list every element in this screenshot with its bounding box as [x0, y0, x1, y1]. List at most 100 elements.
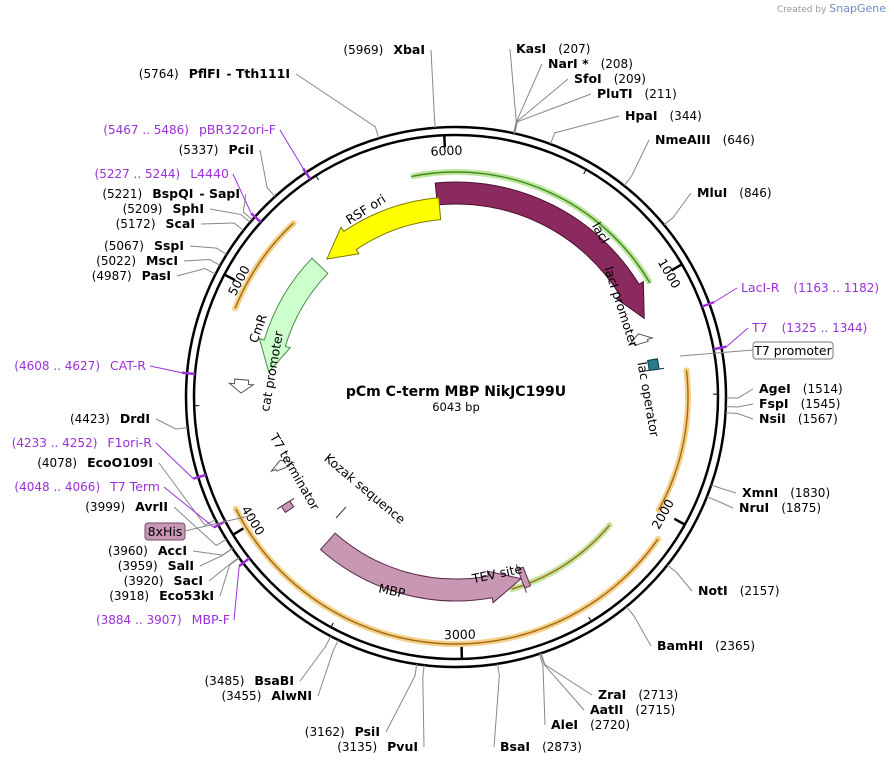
site-leader: [725, 388, 754, 399]
primer-leader: [713, 287, 738, 303]
site-label[interactable]: (4078)EcoO109I: [37, 455, 153, 470]
backbone-inner: [192, 133, 720, 661]
t7-promoter-label[interactable]: T7 promoter: [753, 343, 832, 358]
site-leader: [176, 268, 216, 277]
t7-promoter-box: [752, 341, 834, 360]
site-label[interactable]: (3162)PsiI: [305, 724, 380, 739]
site-label[interactable]: NotI(2157): [698, 583, 780, 598]
site-label[interactable]: (5172)ScaI: [116, 216, 195, 231]
site-label[interactable]: NsiI(1567): [759, 411, 838, 426]
site-label[interactable]: (3135)PvuI: [337, 739, 418, 754]
snapgene-watermark: Created by SnapGene: [777, 2, 886, 15]
site-leader: [725, 403, 754, 408]
laci-feature: [434, 181, 645, 320]
site-label[interactable]: ZraI(2713): [598, 687, 678, 702]
laci-green-arc: [411, 171, 651, 284]
primer-label[interactable]: T7(1325 .. 1344): [751, 320, 867, 335]
minor-tick: [315, 175, 319, 181]
primer-label[interactable]: (3884 .. 3907)MBP-F: [96, 612, 230, 627]
site-label[interactable]: HpaI(344): [625, 108, 702, 123]
primer-leader: [149, 365, 183, 374]
orf-right-arc: [658, 370, 689, 511]
features: [227, 181, 665, 604]
site-leader: [706, 496, 734, 509]
site-label[interactable]: (3999)AvrII: [85, 499, 168, 514]
his-tag-label[interactable]: 8xHis: [148, 524, 183, 539]
primer-mark: [238, 557, 251, 568]
primer-mark: [250, 212, 262, 224]
primer-label[interactable]: LacI-R(1163 .. 1182): [741, 280, 879, 295]
site-label[interactable]: (5221)BspQI- SapI: [102, 186, 240, 201]
site-leader: [422, 665, 425, 748]
site-leader: [173, 506, 227, 547]
feature-label-lac-operator: lac operator: [634, 361, 662, 439]
tick-2000: [673, 517, 686, 526]
watermark-brand: SnapGene: [829, 2, 886, 15]
tick-1000: [670, 263, 683, 272]
site-label[interactable]: KasI(207): [516, 41, 591, 56]
site-leader: [666, 564, 693, 592]
t7-promoter-leader: [679, 349, 754, 357]
site-label[interactable]: (3960)AccI: [108, 543, 187, 558]
site-leader: [540, 653, 585, 711]
primer-label[interactable]: (5227 .. 5244)L4440: [95, 166, 230, 181]
tev-site-block: [515, 564, 532, 593]
site-leader: [208, 557, 240, 582]
orf-left-arc: [234, 222, 294, 309]
site-leader: [385, 664, 418, 733]
site-label[interactable]: (5022)MscI: [96, 253, 178, 268]
site-label[interactable]: AatII(2715): [590, 702, 675, 717]
site-leader: [513, 78, 569, 134]
site-label[interactable]: FspI(1545): [759, 396, 840, 411]
site-label[interactable]: XmnI(1830): [742, 485, 830, 500]
primer-mark: [701, 300, 715, 308]
site-leader: [625, 606, 652, 647]
primer-mark: [181, 371, 196, 376]
minor-tick: [583, 169, 587, 175]
labels: (5969)XbaI(5764)PflFI- Tth111IKasI(207)N…: [12, 41, 879, 754]
primer-leader: [279, 129, 304, 169]
primer-label[interactable]: (5467 .. 5486)pBR322ori-F: [103, 122, 276, 137]
site-leader: [430, 49, 436, 128]
site-label[interactable]: SfoI(209): [574, 71, 646, 86]
site-label[interactable]: (5764)PflFI- Tth111I: [139, 66, 290, 81]
primer-label[interactable]: (4233 .. 4252)F1ori-R: [12, 435, 153, 450]
site-label[interactable]: (4987)PasI: [92, 268, 171, 283]
site-label[interactable]: NarI *(208): [548, 56, 633, 71]
site-label[interactable]: (3918)Eco53kI: [109, 588, 214, 603]
site-label[interactable]: BamHI(2365): [657, 638, 755, 653]
tick-label-6000: 6000: [430, 142, 462, 158]
site-label[interactable]: (4423)DrdI: [70, 411, 150, 426]
lac-operator-block: [644, 358, 665, 372]
site-leader: [299, 636, 332, 682]
plasmid-length: 6043 bp: [432, 400, 480, 414]
site-label[interactable]: PluTI(211): [597, 86, 677, 101]
site-label[interactable]: (3920)SacI: [124, 573, 203, 588]
site-leader: [663, 192, 692, 226]
site-label[interactable]: (5969)XbaI: [343, 42, 425, 57]
site-label[interactable]: AleI(2720): [551, 717, 630, 732]
feature-label-mbp: MBP: [377, 580, 407, 600]
tick-6000: [443, 135, 447, 148]
site-label[interactable]: (5067)SspI: [104, 238, 184, 253]
site-label[interactable]: MluI(846): [697, 185, 772, 200]
site-leader: [219, 557, 240, 597]
minor-tick: [330, 622, 334, 628]
site-label[interactable]: (3485)BsaBI: [205, 673, 295, 688]
site-leader: [711, 484, 737, 494]
site-leader: [209, 208, 251, 223]
site-label[interactable]: (3959)SalI: [118, 558, 194, 573]
primer-label[interactable]: (4048 .. 4066)T7 Term: [14, 479, 160, 494]
site-label[interactable]: AgeI(1514): [759, 381, 843, 396]
site-label[interactable]: BsaI(2873): [500, 739, 582, 754]
site-label[interactable]: (5337)PciI: [179, 142, 254, 157]
site-leader: [493, 663, 500, 748]
his-tag-box: [144, 522, 186, 541]
site-label[interactable]: (5209)SphI: [123, 201, 204, 216]
site-label[interactable]: NruI(1875): [739, 500, 821, 515]
site-label[interactable]: NmeAIII(646): [655, 132, 755, 147]
primer-label[interactable]: (4608 .. 4627)CAT-R: [14, 358, 146, 373]
site-label[interactable]: (3455)AlwNI: [221, 688, 312, 703]
orf-bottom-halo: [232, 505, 662, 647]
